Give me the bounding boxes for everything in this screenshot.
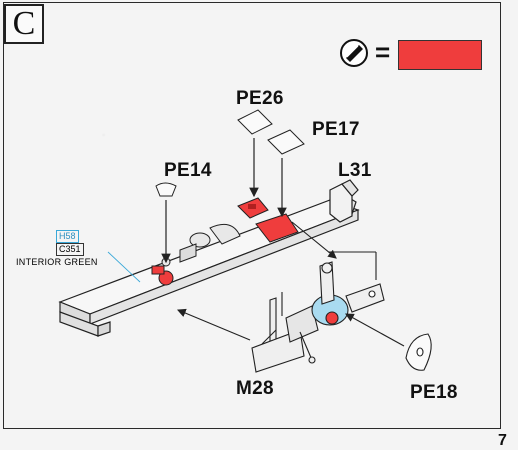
step-frame [3, 2, 501, 429]
paint-code-c: C351 [56, 243, 84, 256]
page-number: 7 [498, 432, 507, 449]
label-l31: L31 [338, 160, 372, 181]
paint-color-name: INTERIOR GREEN [16, 257, 98, 267]
pe17-part [255, 129, 305, 243]
label-m28: M28 [236, 378, 274, 399]
label-pe14: PE14 [164, 160, 212, 181]
label-pe18: PE18 [410, 382, 458, 403]
step-letter: C [4, 4, 44, 44]
pe14-part [151, 182, 177, 286]
label-pe17: PE17 [312, 119, 360, 140]
paint-icon [340, 39, 368, 67]
paint-code-h: H58 [56, 230, 79, 243]
paint-swatch-red [398, 40, 482, 70]
bulkhead-part [311, 261, 385, 326]
pe18-part [405, 333, 432, 371]
label-pe26: PE26 [236, 88, 284, 109]
pe26-part [237, 109, 273, 219]
m28-assembly [251, 297, 319, 373]
cockpit-details [161, 223, 241, 267]
legend-equals: = [375, 37, 391, 67]
l31-part [329, 179, 359, 223]
